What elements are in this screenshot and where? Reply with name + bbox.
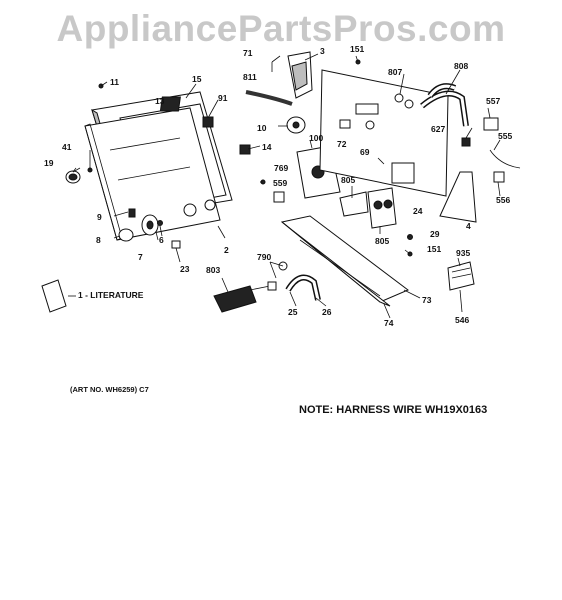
part-hose-811[interactable] [245,90,293,106]
part-pressure-switch[interactable] [286,116,306,134]
callout-14: 14 [262,142,272,152]
callout-805-lower: 805 [375,236,390,246]
callout-23: 23 [180,264,190,274]
callout-935: 935 [456,248,471,258]
callout-3: 3 [320,46,325,56]
callout-74: 74 [384,318,394,328]
part-790[interactable] [267,261,288,291]
callout-4: 4 [466,221,471,231]
callout-9: 9 [97,212,102,222]
callout-803: 803 [206,265,221,275]
part-6[interactable] [157,220,163,226]
part-bracket[interactable] [287,51,313,99]
callout-29: 29 [430,229,440,239]
callout-24: 24 [413,206,423,216]
callout-15: 15 [192,74,202,84]
callout-807: 807 [388,67,403,77]
part-base-trim[interactable] [280,215,409,307]
part-556[interactable] [493,171,505,183]
part-tube-26[interactable] [285,274,321,301]
callout-805-upper: 805 [341,175,356,185]
callout-26: 26 [322,307,332,317]
callout-808: 808 [454,61,469,71]
part-knob-8[interactable] [118,228,134,242]
part-clip[interactable] [239,144,251,155]
part-side-bracket[interactable] [439,171,477,223]
callout-6: 6 [159,235,164,245]
callout-559: 559 [273,178,288,188]
part-wire-555[interactable] [489,149,521,169]
callout-41: 41 [62,142,72,152]
callout-151-top: 151 [350,44,365,54]
part-harness[interactable] [447,261,475,291]
part-knob[interactable] [65,170,81,184]
callout-100: 100 [309,133,324,143]
callout-8: 8 [96,235,101,245]
callout-11: 11 [110,77,119,87]
callout-769: 769 [274,163,289,173]
callout-19: 19 [44,158,54,168]
callout-91: 91 [218,93,228,103]
part-24[interactable] [391,162,415,184]
callout-151-lower: 151 [427,244,442,254]
part-23[interactable] [171,240,181,249]
part-9[interactable] [128,208,136,218]
harness-note: NOTE: HARNESS WIRE WH19X0163 [299,404,488,416]
part-559[interactable] [273,191,285,203]
callout-790: 790 [257,252,272,262]
callout-7: 7 [138,252,143,262]
callout-73: 73 [422,295,432,305]
part-dispenser[interactable] [213,285,271,313]
watermark-text: AppliancePartsPros.com [56,8,506,49]
part-557[interactable] [483,117,499,131]
callout-71: 71 [243,48,253,58]
callout-72: 72 [337,139,347,149]
callout-10: 10 [257,123,267,133]
part-valve-805a[interactable] [339,191,369,217]
callout-627: 627 [431,124,446,134]
callout-546: 546 [455,315,470,325]
part-timer-knob[interactable] [141,214,159,236]
callout-811: 811 [243,72,257,82]
part-switch-small[interactable] [202,116,214,128]
callout-556: 556 [496,195,511,205]
leader-lines [68,53,501,319]
callout-69: 69 [360,147,370,157]
literature-booklet-icon [41,279,67,313]
literature-label: 1 - LITERATURE [78,290,144,300]
callout-13: 13 [155,96,165,106]
callout-2: 2 [224,245,229,255]
part-807[interactable] [394,93,414,109]
callout-557: 557 [486,96,501,106]
part-switch[interactable] [159,96,181,112]
part-backsplash[interactable] [319,69,449,197]
part-valve-805b[interactable] [367,187,397,229]
part-69[interactable] [377,157,385,165]
art-number: (ART NO. WH6259) C7 [70,385,149,394]
part-627[interactable] [461,137,471,147]
callout-555: 555 [498,131,513,141]
callout-25: 25 [288,307,298,317]
